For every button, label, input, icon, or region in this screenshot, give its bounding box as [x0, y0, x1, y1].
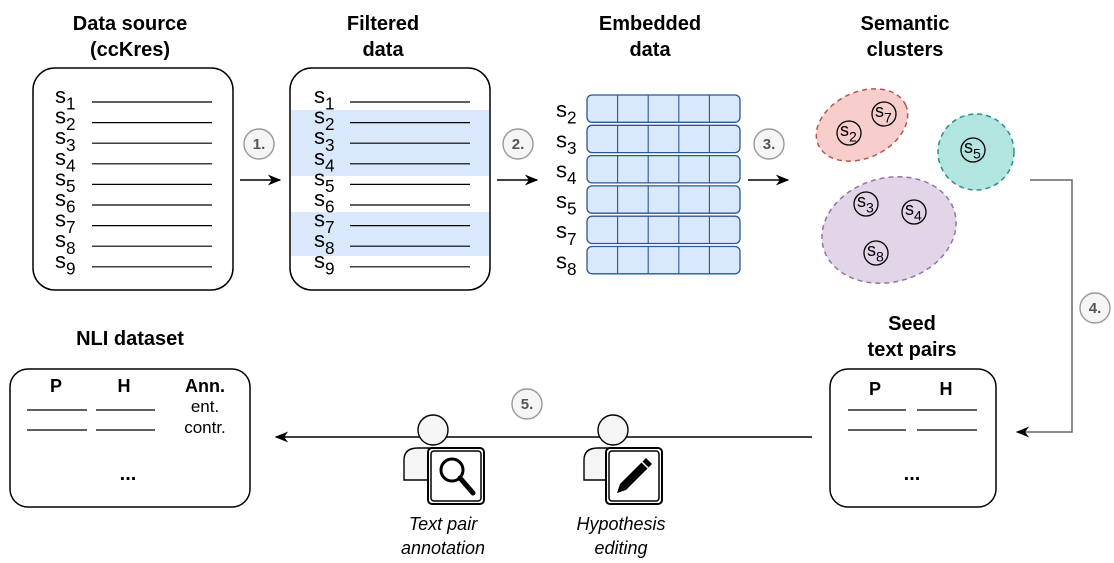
cluster-purple: [821, 176, 957, 284]
sentence-label: s6: [314, 186, 335, 217]
sentence-label: s2: [314, 104, 335, 135]
seed-col-p: P: [869, 379, 881, 399]
step-label: 5.: [521, 396, 534, 413]
embedded-row-label: s8: [556, 249, 577, 280]
cluster-node-label: s8: [867, 240, 884, 264]
editing-label-line2: editing: [594, 538, 647, 558]
cluster-red: [815, 88, 909, 162]
nli-ellipsis: ...: [120, 463, 137, 485]
step-circle: [243, 128, 275, 160]
step-circle: [1079, 292, 1111, 324]
embedded-row-label: s5: [556, 188, 577, 219]
nli-ann-value-1: ent.: [191, 397, 219, 416]
sentence-label: s7: [314, 207, 335, 238]
sentence-label: s6: [55, 186, 76, 217]
embedding-vector: [586, 215, 741, 245]
sentence-label: s7: [55, 207, 76, 238]
filtered-title-line1: Filtered: [347, 13, 419, 35]
seed-pairs-box: P H ...: [829, 368, 997, 508]
embedding-vector: [586, 245, 741, 275]
editing-label-line1: Hypothesis: [576, 514, 665, 534]
search-icon: [427, 447, 485, 505]
arrow-step-4: [1015, 179, 1073, 438]
cluster-node-label: s5: [964, 137, 981, 161]
embedded-title-line1: Embedded: [599, 13, 701, 35]
cluster-node-circle: [960, 137, 986, 163]
seed-title-line1: Seed: [888, 313, 936, 335]
cluster-teal: [937, 113, 1015, 191]
step-circle: [511, 388, 543, 420]
cluster-node-circle: [871, 101, 897, 127]
embedding-vector: [586, 154, 741, 184]
seed-title-line2: text pairs: [868, 339, 957, 361]
sentence-label: s8: [314, 227, 335, 258]
cluster-node-circle: [863, 240, 889, 266]
sentence-label: s3: [314, 124, 335, 155]
step-label: 2.: [512, 136, 525, 153]
step-label: 3.: [763, 136, 776, 153]
annotation-label-line2: annotation: [401, 538, 485, 558]
sentence-label: s2: [55, 104, 76, 135]
sentence-label: s5: [55, 165, 76, 196]
seed-ellipsis: ...: [904, 463, 921, 485]
step-circle: [753, 128, 785, 160]
seed-col-h: H: [940, 379, 953, 399]
cluster-node-label: s2: [840, 120, 857, 144]
cluster-node-circle: [901, 199, 927, 225]
source-title-line2: (ccKres): [90, 39, 170, 61]
filtered-highlight-bottom: [291, 212, 489, 256]
sentence-label: s4: [314, 145, 335, 176]
source-title-line1: Data source: [73, 13, 188, 35]
embedded-title-line2: data: [629, 39, 671, 61]
sentence-label: s1: [314, 83, 335, 114]
embedding-vector: [586, 185, 741, 214]
cluster-node-circle: [853, 191, 879, 217]
sentence-label: s5: [314, 165, 335, 196]
clusters-title-line2: clusters: [867, 39, 944, 61]
nli-ann-value-2: contr.: [184, 418, 226, 437]
cluster-node-label: s3: [857, 191, 874, 215]
nli-title: NLI dataset: [76, 328, 184, 350]
cluster-node-circle: [836, 120, 862, 146]
embedded-row-label: s7: [556, 218, 577, 249]
cluster-node-label: s4: [905, 199, 922, 223]
embedding-vector: [586, 124, 741, 154]
nli-col-ann: Ann.: [185, 376, 225, 396]
sentence-label: s9: [55, 248, 76, 279]
step-label: 4.: [1089, 300, 1102, 317]
sentence-label: s1: [55, 83, 76, 114]
nli-col-h: H: [118, 376, 131, 396]
sentence-label: s8: [55, 227, 76, 258]
annotation-label-line1: Text pair: [409, 514, 478, 534]
sentence-label: s9: [314, 248, 335, 279]
sentence-label: s4: [55, 145, 76, 176]
cluster-node-label: s7: [875, 101, 892, 125]
semantic-clusters: s2 s7 s5 s3 s4 s8: [815, 88, 1015, 284]
sentence-label: s3: [55, 124, 76, 155]
nli-col-p: P: [50, 376, 62, 396]
embedded-row-label: s3: [556, 127, 577, 158]
embedding-vector: [586, 94, 741, 123]
clusters-title-line1: Semantic: [861, 13, 950, 35]
embedded-row-label: s4: [556, 158, 577, 189]
embedded-row-label: s2: [556, 97, 577, 128]
nli-dataset-box: P H Ann. ent. contr. ...: [9, 368, 251, 508]
step-label: 1.: [253, 136, 266, 153]
step-circle: [502, 128, 534, 160]
pencil-icon: [605, 447, 663, 505]
filtered-title-line2: data: [362, 39, 404, 61]
